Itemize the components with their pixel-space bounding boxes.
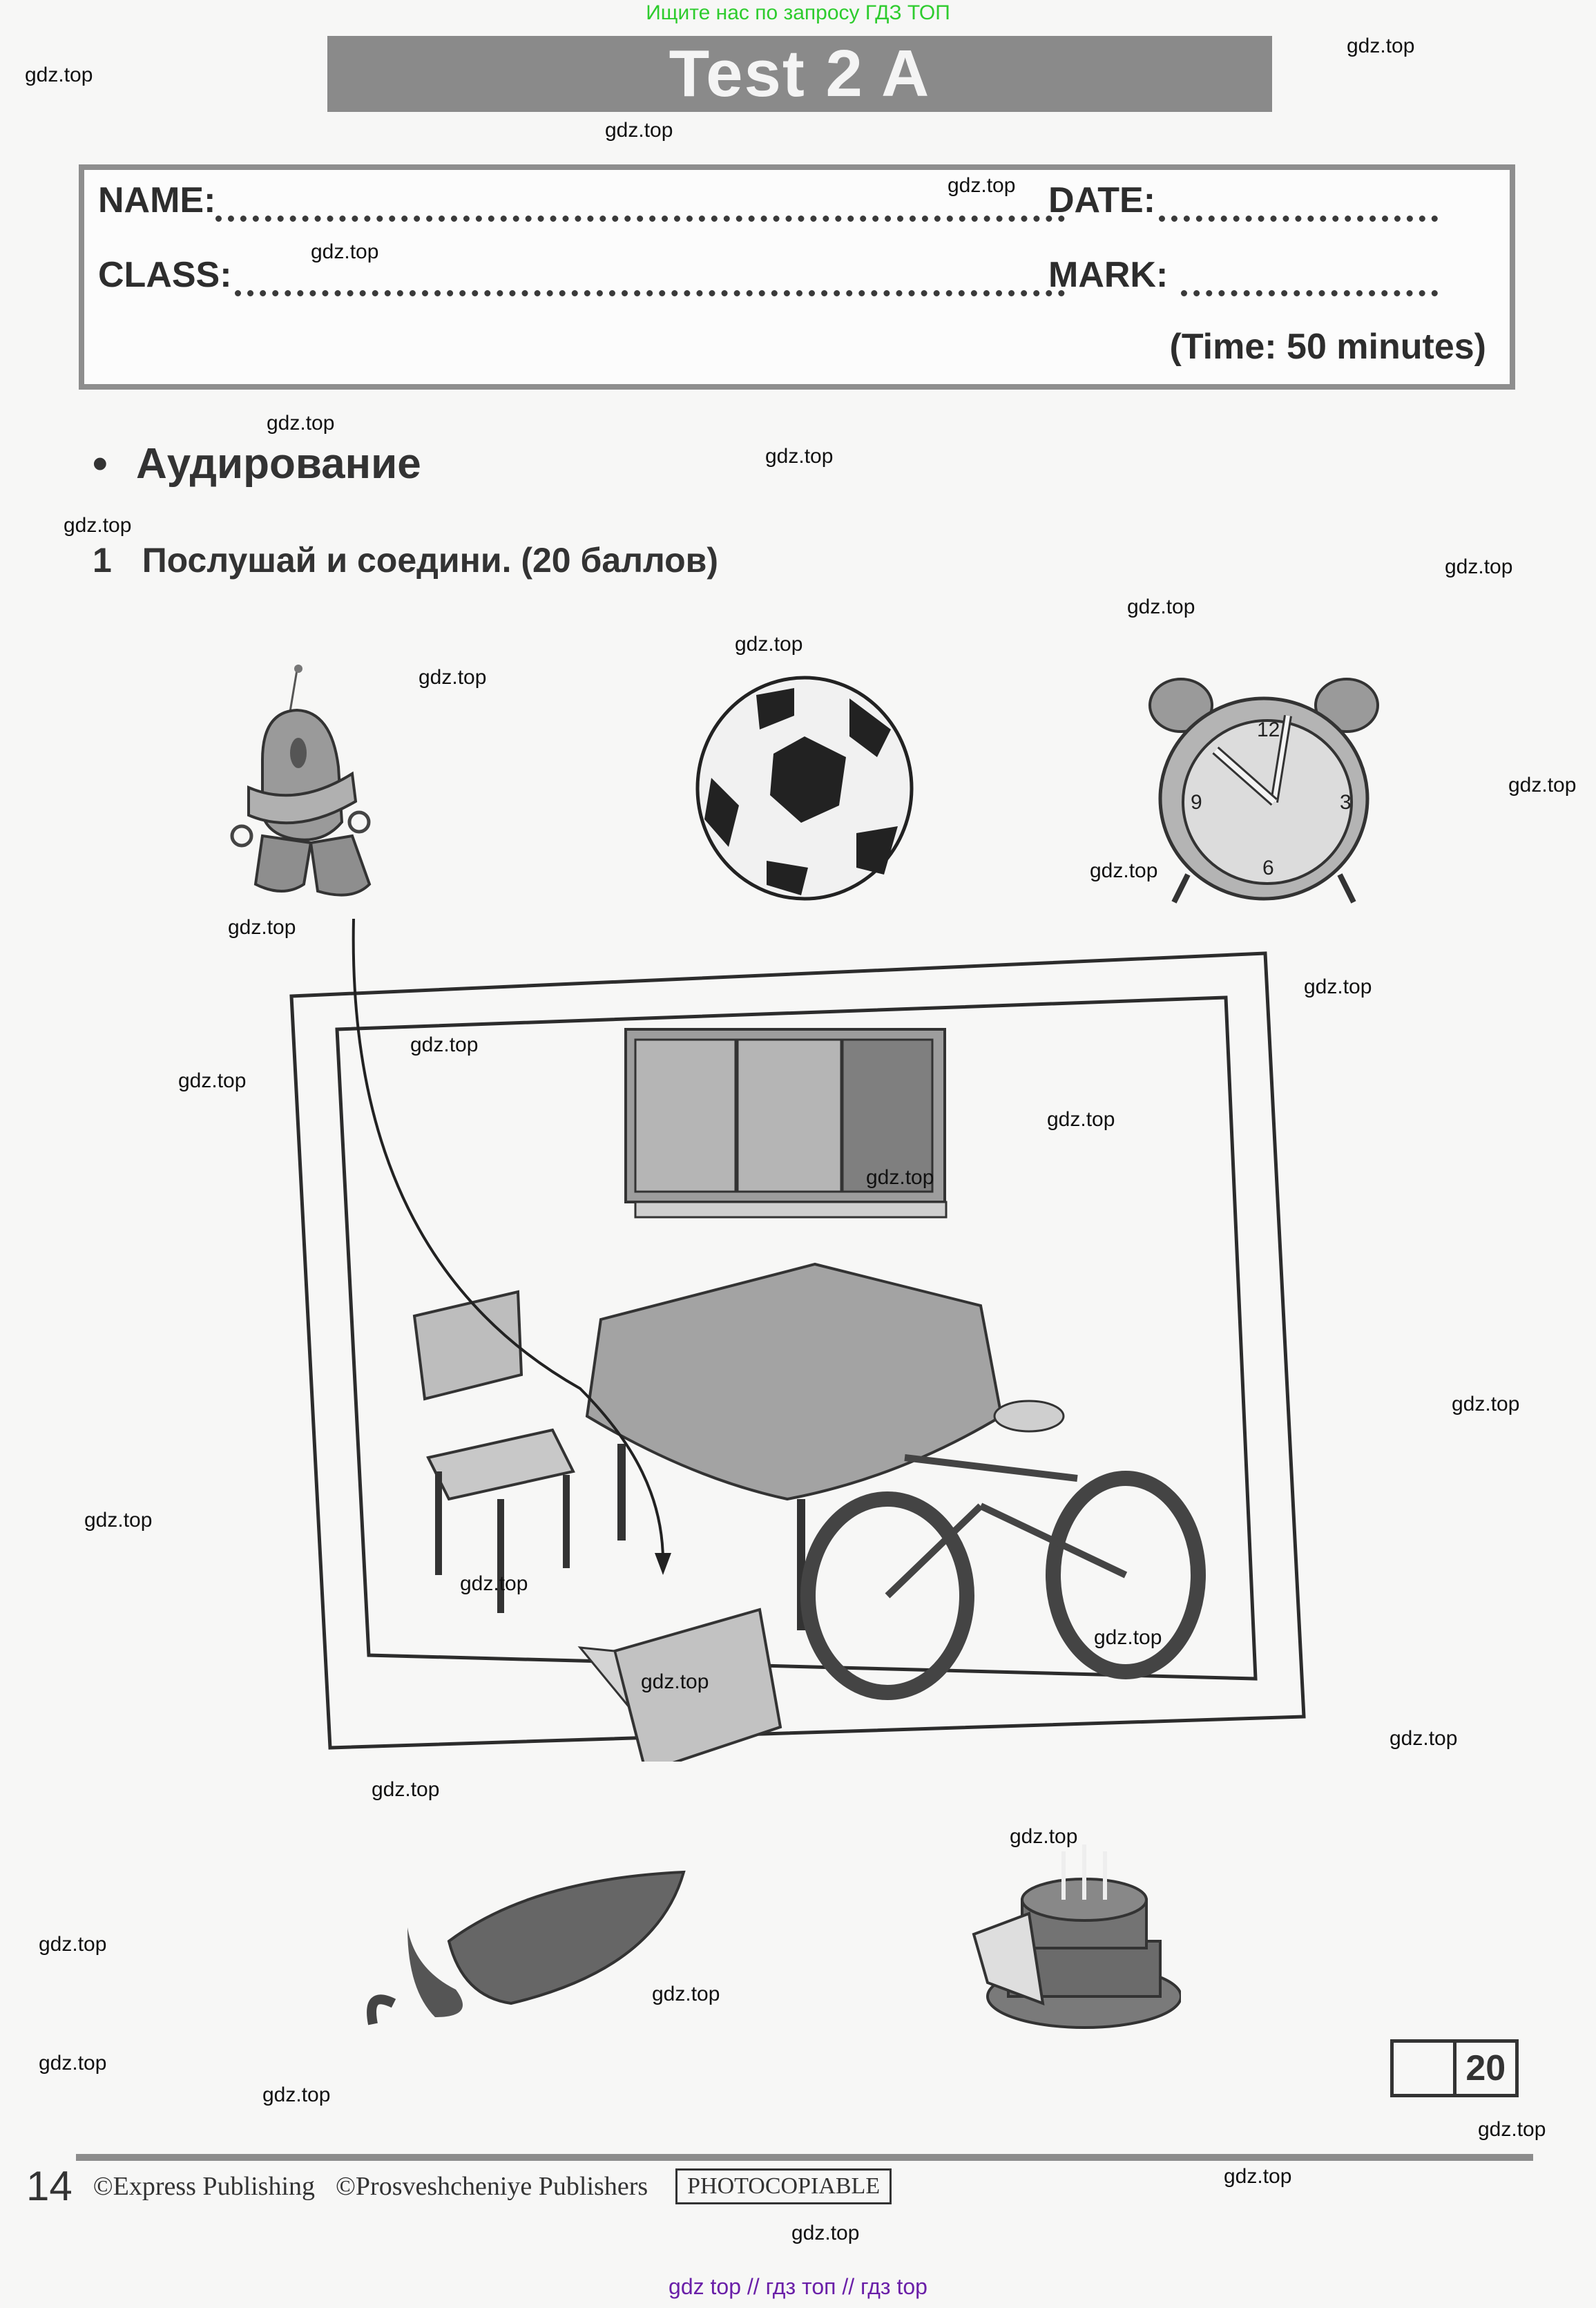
watermark-link[interactable]: gdz.top [262, 2083, 331, 2106]
photocopiable-badge: PHOTOCOPIABLE [675, 2168, 892, 2204]
page-number: 14 [26, 2163, 73, 2209]
task-number: 1 [93, 541, 112, 580]
robot-picture[interactable] [221, 663, 407, 912]
class-field[interactable] [235, 290, 1065, 296]
watermark-link[interactable]: gdz.top [1452, 1393, 1520, 1415]
name-label: NAME: [98, 180, 216, 220]
svg-text:6: 6 [1262, 857, 1274, 879]
date-label: DATE: [1048, 180, 1156, 220]
watermark-link[interactable]: gdz.top [765, 445, 834, 468]
watermark-link[interactable]: gdz.top [791, 2222, 860, 2244]
box [577, 1608, 782, 1762]
watermark-link[interactable]: gdz.top [1508, 774, 1577, 797]
test-title-bar: Test 2 A [327, 36, 1272, 112]
bullet-icon: • [93, 440, 108, 488]
clock-number-12: 12 [1257, 718, 1280, 741]
publisher-express: ©Express Publishing [93, 2171, 316, 2201]
watermark-link[interactable]: gdz.top [1304, 975, 1372, 998]
watermark-link[interactable]: gdz.top [372, 1778, 440, 1801]
watermark-link[interactable]: gdz.top [1445, 555, 1513, 578]
football-picture[interactable] [691, 674, 919, 902]
test-title: Test 2 A [669, 37, 931, 111]
date-field[interactable] [1159, 216, 1438, 222]
watermark-link[interactable]: gdz.top [311, 240, 379, 263]
svg-text:9: 9 [1191, 791, 1202, 814]
mark-field[interactable] [1181, 290, 1438, 296]
time-limit: (Time: 50 minutes) [1169, 327, 1486, 367]
watermark-link[interactable]: gdz.top [39, 1933, 107, 1956]
score-box: 20 [1390, 2039, 1519, 2097]
watermark-link[interactable]: gdz.top [228, 916, 296, 939]
watermark-link[interactable]: gdz.top [1127, 595, 1195, 618]
watermark-link[interactable]: gdz.top [1390, 1727, 1458, 1750]
watermark-link[interactable]: gdz.top [1478, 2118, 1546, 2141]
watermark-link[interactable]: gdz.top [39, 2052, 107, 2075]
watermark-link[interactable]: gdz.top [178, 1069, 247, 1092]
balloon-picture[interactable] [325, 1851, 711, 2031]
watermark-link[interactable]: gdz.top [419, 666, 487, 689]
room-scene-picture[interactable] [276, 933, 1312, 1762]
watermark-link[interactable]: gdz.top [460, 1572, 528, 1595]
watermark-link[interactable]: gdz.top [267, 412, 335, 435]
alarm-clock-picture[interactable]: 12 3 6 9 [1140, 667, 1395, 909]
watermark-link[interactable]: gdz.top [1224, 2165, 1292, 2188]
cupboard [624, 1028, 948, 1219]
section-title: Аудирование [135, 440, 421, 488]
watermark-link[interactable]: gdz.top [641, 1670, 709, 1693]
watermark-link[interactable]: gdz.top [64, 514, 132, 537]
svg-text:3: 3 [1340, 791, 1352, 814]
watermark-link[interactable]: gdz.top [1347, 35, 1415, 57]
bicycle [800, 1400, 1206, 1700]
watermark-link[interactable]: gdz.top [866, 1166, 934, 1189]
watermark-link[interactable]: gdz.top [1047, 1108, 1115, 1131]
watermark-link[interactable]: gdz.top [84, 1509, 153, 1532]
name-field[interactable] [215, 216, 1065, 222]
publisher-prosveshcheniye: ©Prosveshcheniye Publishers [336, 2171, 648, 2201]
watermark-link[interactable]: gdz.top [1090, 859, 1158, 882]
mark-label: MARK: [1048, 255, 1169, 295]
search-banner[interactable]: Ищите нас по запросу ГДЗ ТОП [646, 1, 950, 24]
watermark-link[interactable]: gdz.top [605, 119, 673, 142]
watermark-link[interactable]: gdz.top [735, 633, 803, 656]
student-info-box: NAME: DATE: CLASS: MARK: (Time: 50 minut… [79, 164, 1515, 390]
bottom-links[interactable]: gdz top // гдз топ // гдз top [669, 2274, 927, 2299]
class-label: CLASS: [98, 255, 232, 295]
task-instruction: Послушай и соедини. (20 баллов) [142, 541, 718, 580]
watermark-link[interactable]: gdz.top [652, 1983, 720, 2005]
footer-divider [76, 2154, 1533, 2161]
chair [412, 1290, 575, 1613]
watermark-link[interactable]: gdz.top [410, 1033, 479, 1056]
page-footer: 14 ©Express Publishing ©Prosveshcheniye … [26, 2162, 892, 2210]
score-earned-field[interactable] [1394, 2043, 1456, 2094]
task-heading: 1 Послушай и соедини. (20 баллов) [93, 540, 718, 580]
section-heading: • Аудирование [93, 439, 421, 488]
score-max: 20 [1465, 2048, 1506, 2088]
watermark-link[interactable]: gdz.top [1094, 1626, 1162, 1649]
watermark-link[interactable]: gdz.top [25, 64, 93, 86]
watermark-link[interactable]: gdz.top [1010, 1825, 1078, 1848]
watermark-link[interactable]: gdz.top [948, 174, 1016, 197]
birthday-cake-picture[interactable] [946, 1824, 1181, 2031]
